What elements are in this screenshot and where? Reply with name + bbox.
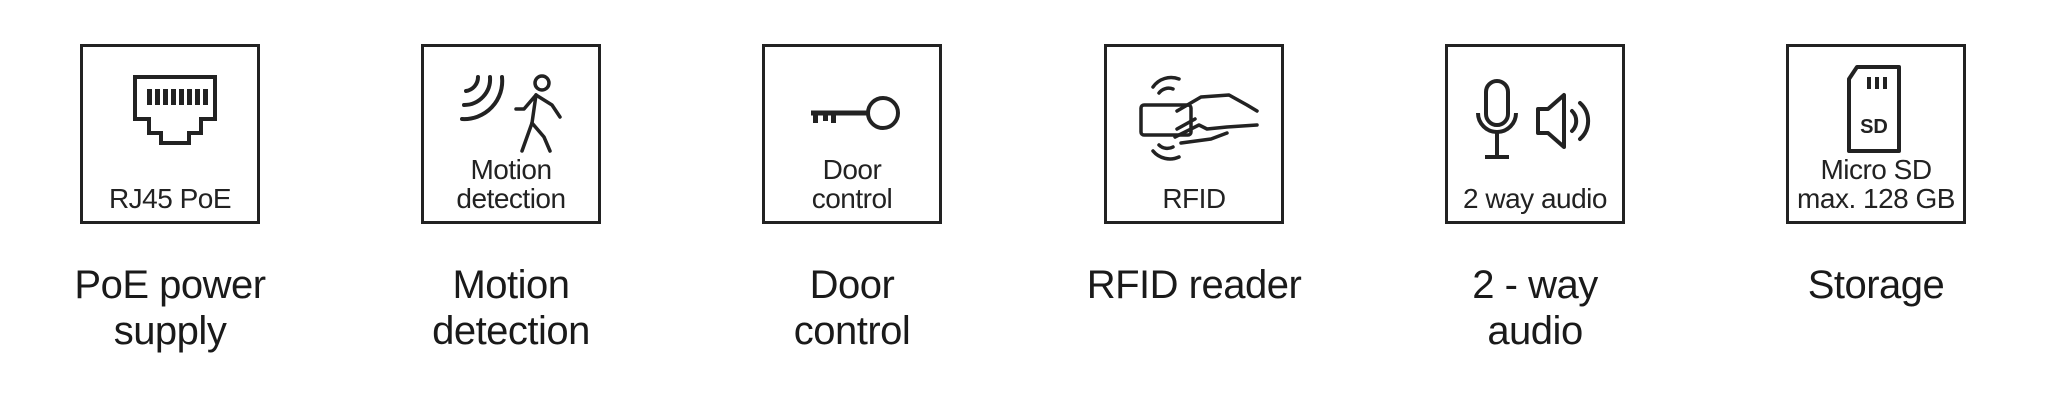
key-icon [811, 96, 900, 130]
box-label-storage: Micro SD max. 128 GB [1797, 154, 1955, 214]
feature-box-audio: 2 way audio [1445, 44, 1625, 224]
caption-audio: 2 - way audio [1472, 263, 1598, 353]
feature-box-storage: SD Micro SD max. 128 GB [1786, 44, 1966, 224]
caption-rfid: RFID reader [1086, 263, 1302, 307]
caption-door: Door control [793, 263, 911, 353]
box-label-rfid: RFID [1162, 183, 1226, 214]
microphone-speaker-icon [1476, 79, 1591, 159]
feature-box-poe: RJ45 PoE [80, 44, 260, 224]
caption-motion: Motion detection [432, 263, 590, 353]
sd-card-icon: SD [1847, 65, 1901, 153]
feature-box-rfid: RFID [1104, 44, 1284, 224]
box-label-audio: 2 way audio [1463, 183, 1607, 214]
sd-card-text: SD [1860, 116, 1888, 138]
box-label-door: Door control [811, 154, 893, 214]
box-label-poe: RJ45 PoE [108, 183, 232, 214]
feature-box-motion: Motion detection [421, 44, 601, 224]
rfid-card-hand-icon [1139, 75, 1259, 161]
feature-box-door: Door control [762, 44, 942, 224]
caption-poe: PoE power supply [74, 263, 266, 353]
motion-sensor-person-icon [460, 74, 562, 153]
caption-storage: Storage [1807, 263, 1945, 307]
box-label-motion: Motion detection [456, 154, 566, 214]
ethernet-port-icon [133, 75, 217, 145]
